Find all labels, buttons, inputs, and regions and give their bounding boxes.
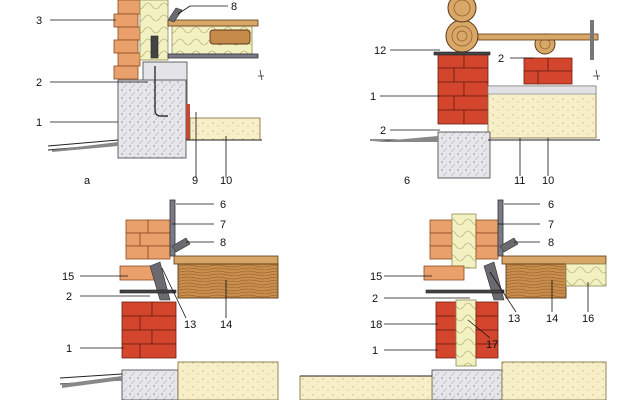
foundation-c: [121, 369, 179, 401]
support-d: [483, 261, 505, 301]
foundation-d: [431, 369, 503, 401]
label-10-b: 10: [542, 175, 554, 187]
label-6-b: 6: [404, 175, 410, 187]
break-mark-a: [258, 69, 264, 81]
label-8-a: 8: [231, 1, 237, 13]
baseboard-c: [171, 237, 191, 253]
label-17-d: 17: [486, 339, 498, 351]
diagram-d: 6 7 8 15 2 13 14 16 18 17 1: [299, 199, 607, 401]
label-1-c: 1: [66, 343, 72, 355]
label-2-a: 2: [36, 77, 42, 89]
subfloor-a: [167, 53, 259, 59]
label-3-a: 3: [36, 15, 42, 27]
label-13-d: 13: [508, 313, 520, 325]
blind-area-a: [52, 142, 118, 152]
diagram-c: 6 7 8 15 2 13 14 1: [59, 199, 279, 401]
damper-a: [186, 104, 190, 140]
brick-wall-upper-right-d: [475, 219, 499, 260]
label-6-d: 6: [548, 199, 554, 211]
floor-beam-b: [477, 33, 599, 41]
plinth-a: [167, 7, 183, 23]
plinth-board-c: [169, 199, 176, 257]
logs-b: [445, 0, 556, 55]
label-1-d: 1: [372, 345, 378, 357]
sand-fill-d: [501, 361, 607, 401]
brick-wall-lower-right-d: [475, 301, 499, 359]
floorboard-c: [173, 255, 279, 265]
leader-17-d: [467, 319, 491, 339]
brick-wall-lower-c: [121, 301, 177, 359]
label-11-b: 11: [514, 175, 525, 187]
leader-8b-a: [177, 5, 191, 15]
sand-fill-c: [177, 361, 279, 401]
brick-wall-a: [113, 0, 141, 80]
joist-a: [209, 29, 251, 45]
brick-wall-lower-left-d: [435, 301, 457, 359]
brick-pillar-right-b: [523, 57, 573, 85]
label-18-d: 18: [370, 319, 382, 331]
backfill-d: [299, 375, 433, 401]
label-12-b: 12: [374, 45, 386, 57]
insulation-upper-d: [451, 213, 477, 269]
floor-insulation-d: [565, 263, 607, 287]
label-6-c: 6: [220, 199, 226, 211]
break-mark-b: [593, 69, 600, 81]
brick-wall-upper-c: [125, 219, 171, 260]
label-7-d: 7: [548, 219, 554, 231]
label-14-c: 14: [220, 319, 232, 331]
label-10-a: 10: [220, 175, 232, 187]
plinth-board-d: [497, 199, 504, 257]
floorboard-d: [501, 255, 607, 265]
label-13-c: 13: [184, 319, 196, 331]
label-2-c: 2: [66, 291, 72, 303]
brick-wall-upper-left-d: [429, 219, 453, 260]
label-14-d: 14: [546, 313, 558, 325]
sand-fill-a: [189, 117, 261, 141]
insulation-lower-d: [455, 299, 477, 367]
ledge-d: [423, 265, 465, 281]
label-2-d: 2: [372, 293, 378, 305]
floorboard-a: [167, 19, 259, 27]
label-1-b: 1: [370, 91, 376, 103]
waterproof-c: [119, 289, 177, 294]
foundation-b: [437, 131, 491, 179]
post-b: [590, 20, 594, 60]
label-9-a: 9: [192, 175, 198, 187]
diagram-a: 3 8 2 1 9 10 а: [36, 0, 264, 187]
anchor-bolt-a: [154, 66, 168, 117]
blind-area-b: [372, 136, 438, 142]
blind-area-c: [62, 376, 122, 388]
label-2-b: 2: [380, 125, 386, 137]
foundation-a: [117, 79, 187, 159]
baseboard-d: [499, 237, 519, 253]
label-15-c: 15: [62, 271, 74, 283]
caption-a: а: [84, 175, 91, 187]
label-2t-b: 2: [498, 53, 504, 65]
diagram-b: 12 2 1 2 6 11 10: [370, 0, 600, 187]
waterproof-d: [425, 289, 505, 294]
waterproof-b: [433, 51, 491, 56]
label-16-d: 16: [582, 313, 594, 325]
leader-13-c: [161, 267, 187, 319]
label-8-d: 8: [548, 237, 554, 249]
label-1-a: 1: [36, 117, 42, 129]
brick-pillar-left-b: [437, 53, 489, 125]
label-7-c: 7: [220, 219, 226, 231]
joist-d: [505, 263, 567, 299]
joist-c: [177, 263, 279, 299]
support-c: [149, 261, 171, 301]
sand-fill-b: [487, 85, 597, 139]
screed-b: [487, 85, 597, 95]
leader-13-d: [489, 271, 517, 313]
vapor-barrier-a: [150, 35, 159, 59]
label-15-d: 15: [370, 271, 382, 283]
label-8-c: 8: [220, 237, 226, 249]
